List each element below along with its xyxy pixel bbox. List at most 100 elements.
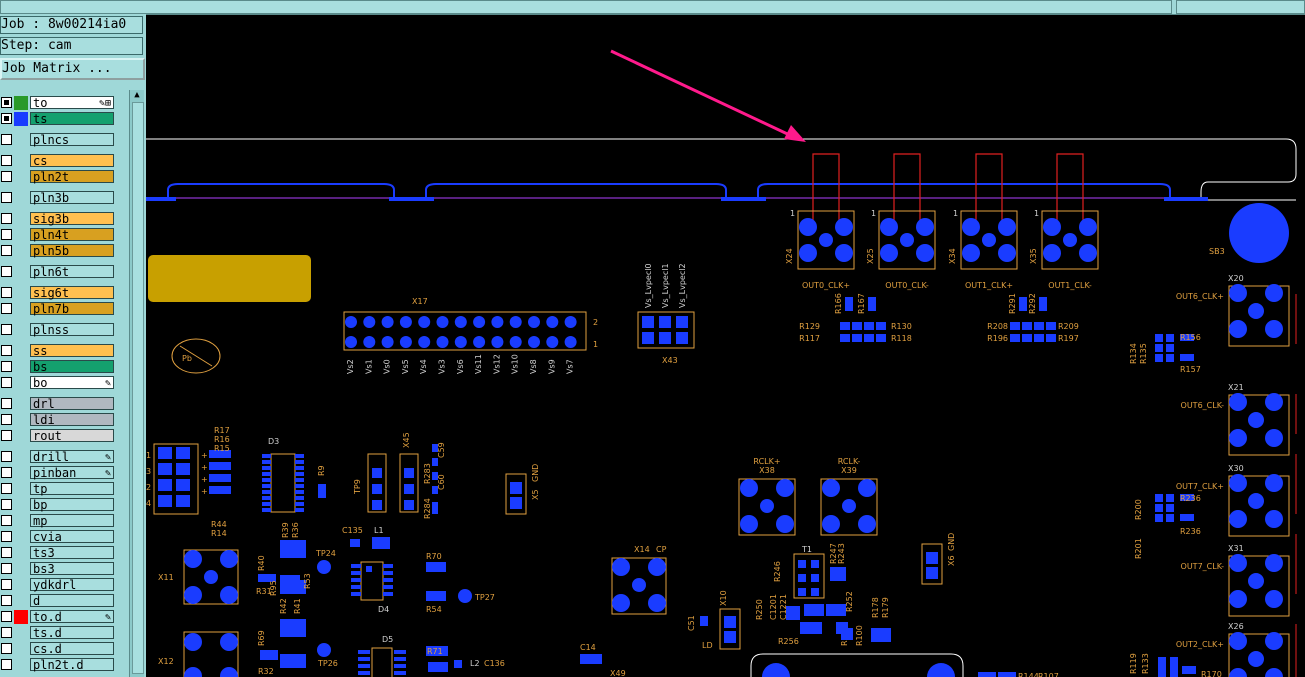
- layer-row-ts[interactable]: ts: [0, 112, 116, 126]
- layer-color-swatch[interactable]: [14, 610, 28, 624]
- layer-row-pln6t[interactable]: pln6t: [0, 265, 116, 279]
- layer-name[interactable]: ldi: [30, 413, 114, 427]
- layer-row-bo[interactable]: bo✎: [0, 376, 116, 390]
- layer-checkbox[interactable]: [1, 377, 12, 388]
- layer-checkbox[interactable]: [1, 579, 12, 590]
- pcb-canvas[interactable]: PbX24OUT0_CLK+1X25OUT0_CLK-1X34OUT1_CLK+…: [146, 14, 1305, 677]
- layer-color-swatch[interactable]: [14, 112, 28, 126]
- layer-row-pln7b[interactable]: pln7b: [0, 302, 116, 316]
- layer-checkbox[interactable]: [1, 213, 12, 224]
- layer-checkbox[interactable]: [1, 324, 12, 335]
- layer-checkbox[interactable]: [1, 627, 12, 638]
- layer-row-tp[interactable]: tp: [0, 482, 116, 496]
- layer-checkbox[interactable]: [1, 287, 12, 298]
- layer-checkbox[interactable]: [1, 303, 12, 314]
- layer-checkbox[interactable]: [1, 659, 12, 670]
- layer-checkbox[interactable]: [1, 398, 12, 409]
- layer-name[interactable]: sig6t: [30, 286, 114, 300]
- layer-checkbox[interactable]: [1, 595, 12, 606]
- layer-name[interactable]: pln6t: [30, 265, 114, 279]
- layer-name[interactable]: pln2t: [30, 170, 114, 184]
- layer-row-drill[interactable]: drill✎: [0, 450, 116, 464]
- layer-name[interactable]: bs: [30, 360, 114, 374]
- layer-row-mp[interactable]: mp: [0, 514, 116, 528]
- layer-name[interactable]: drill✎: [30, 450, 114, 464]
- layer-name[interactable]: pln7b: [30, 302, 114, 316]
- layer-row-to[interactable]: to✎⊞: [0, 96, 116, 110]
- layer-row-ts-d[interactable]: ts.d: [0, 626, 116, 640]
- layer-row-rout[interactable]: rout: [0, 429, 116, 443]
- layer-name[interactable]: bp: [30, 498, 114, 512]
- layer-checkbox[interactable]: [1, 563, 12, 574]
- layer-name[interactable]: rout: [30, 429, 114, 443]
- layer-color-swatch[interactable]: [14, 96, 28, 110]
- layer-row-bs3[interactable]: bs3: [0, 562, 116, 576]
- layer-name[interactable]: plncs: [30, 133, 114, 147]
- layer-checkbox[interactable]: [1, 483, 12, 494]
- layer-row-ss[interactable]: ss: [0, 344, 116, 358]
- layer-checkbox[interactable]: [1, 451, 12, 462]
- layer-name[interactable]: d: [30, 594, 114, 608]
- layer-checkbox[interactable]: [1, 467, 12, 478]
- layer-row-ydkdrl[interactable]: ydkdrl: [0, 578, 116, 592]
- layer-checkbox[interactable]: [1, 266, 12, 277]
- layer-row-pln2t-d[interactable]: pln2t.d: [0, 658, 116, 672]
- layer-checkbox[interactable]: [1, 97, 12, 108]
- layer-checkbox[interactable]: [1, 499, 12, 510]
- layer-name[interactable]: pln2t.d: [30, 658, 114, 672]
- layer-row-to-d[interactable]: to.d✎: [0, 610, 116, 624]
- layer-checkbox[interactable]: [1, 155, 12, 166]
- layer-row-ldi[interactable]: ldi: [0, 413, 116, 427]
- layer-row-pln4t[interactable]: pln4t: [0, 228, 116, 242]
- layer-checkbox[interactable]: [1, 515, 12, 526]
- layer-name[interactable]: sig3b: [30, 212, 114, 226]
- layer-row-drl[interactable]: drl: [0, 397, 116, 411]
- layer-row-cs-d[interactable]: cs.d: [0, 642, 116, 656]
- scroll-thumb[interactable]: [132, 102, 144, 674]
- scroll-up-icon[interactable]: ▲: [134, 90, 140, 100]
- layer-checkbox[interactable]: [1, 361, 12, 372]
- layer-name[interactable]: to✎⊞: [30, 96, 114, 110]
- layer-checkbox[interactable]: [1, 643, 12, 654]
- layer-row-cs[interactable]: cs: [0, 154, 116, 168]
- layer-name[interactable]: plnss: [30, 323, 114, 337]
- layer-name[interactable]: cvia: [30, 530, 114, 544]
- layer-name[interactable]: pln3b: [30, 191, 114, 205]
- job-matrix-button[interactable]: Job Matrix ...: [0, 58, 145, 80]
- layer-row-bs[interactable]: bs: [0, 360, 116, 374]
- layer-row-sig6t[interactable]: sig6t: [0, 286, 116, 300]
- layer-checkbox[interactable]: [1, 192, 12, 203]
- layer-row-pln5b[interactable]: pln5b: [0, 244, 116, 258]
- layer-row-pln3b[interactable]: pln3b: [0, 191, 116, 205]
- layer-name[interactable]: ts.d: [30, 626, 114, 640]
- layer-checkbox[interactable]: [1, 611, 12, 622]
- layer-checkbox[interactable]: [1, 345, 12, 356]
- layer-name[interactable]: ts: [30, 112, 114, 126]
- layer-row-plncs[interactable]: plncs: [0, 133, 116, 147]
- layer-name[interactable]: mp: [30, 514, 114, 528]
- layer-checkbox[interactable]: [1, 430, 12, 441]
- layer-checkbox[interactable]: [1, 229, 12, 240]
- layer-name[interactable]: ss: [30, 344, 114, 358]
- layer-name[interactable]: drl: [30, 397, 114, 411]
- layer-row-sig3b[interactable]: sig3b: [0, 212, 116, 226]
- layer-checkbox[interactable]: [1, 171, 12, 182]
- layer-checkbox[interactable]: [1, 113, 12, 124]
- layer-name[interactable]: cs.d: [30, 642, 114, 656]
- layer-row-plnss[interactable]: plnss: [0, 323, 116, 337]
- layer-name[interactable]: bo✎: [30, 376, 114, 390]
- layer-name[interactable]: to.d✎: [30, 610, 114, 624]
- layer-checkbox[interactable]: [1, 531, 12, 542]
- layer-scrollbar[interactable]: ▲: [129, 90, 144, 677]
- layer-row-ts3[interactable]: ts3: [0, 546, 116, 560]
- layer-name[interactable]: bs3: [30, 562, 114, 576]
- layer-checkbox[interactable]: [1, 547, 12, 558]
- layer-row-d[interactable]: d: [0, 594, 116, 608]
- layer-name[interactable]: ts3: [30, 546, 114, 560]
- layer-row-bp[interactable]: bp: [0, 498, 116, 512]
- layer-name[interactable]: tp: [30, 482, 114, 496]
- layer-checkbox[interactable]: [1, 245, 12, 256]
- layer-checkbox[interactable]: [1, 134, 12, 145]
- layer-row-cvia[interactable]: cvia: [0, 530, 116, 544]
- layer-name[interactable]: pinban✎: [30, 466, 114, 480]
